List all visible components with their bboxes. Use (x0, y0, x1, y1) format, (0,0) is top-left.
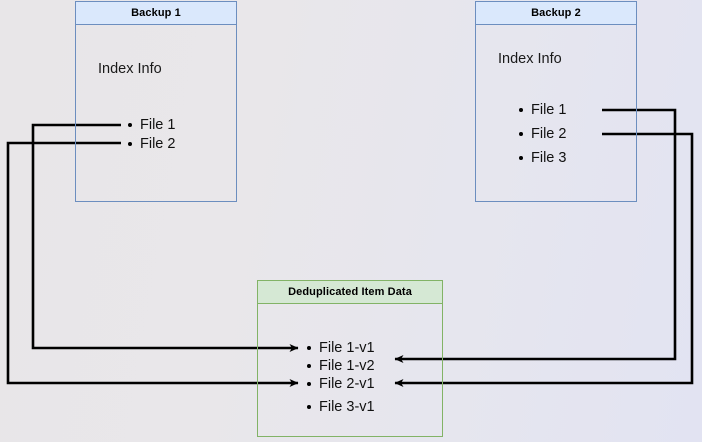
list-item[interactable]: File 2-v1 (306, 375, 375, 393)
list-item[interactable]: File 1-v1 (306, 339, 375, 357)
backup-2-title: Backup 2 (476, 2, 636, 25)
backup-1-subtitle: Index Info (98, 61, 162, 77)
backup-2-subtitle: Index Info (498, 51, 562, 67)
backup-1-box[interactable]: Backup 1 (75, 1, 237, 202)
list-item[interactable]: File 2 (518, 125, 566, 143)
list-item[interactable]: File 3 (518, 149, 566, 167)
list-item[interactable]: File 1 (127, 116, 175, 134)
list-item[interactable]: File 2 (127, 135, 175, 153)
deduplicated-item-data-title: Deduplicated Item Data (258, 281, 442, 304)
backup-1-title: Backup 1 (76, 2, 236, 25)
list-item[interactable]: File 1 (518, 101, 566, 119)
deduplicated-item-data-box[interactable]: Deduplicated Item Data (257, 280, 443, 437)
backup-2-box[interactable]: Backup 2 (475, 1, 637, 202)
deduplicated-file-list: File 1-v1 File 1-v2 File 2-v1 File 3-v1 (306, 339, 375, 416)
list-item[interactable]: File 1-v2 (306, 357, 375, 375)
backup-2-file-list: File 1 File 2 File 3 (518, 101, 566, 167)
list-item[interactable]: File 3-v1 (306, 398, 375, 416)
backup-1-file-list: File 1 File 2 (127, 116, 175, 153)
